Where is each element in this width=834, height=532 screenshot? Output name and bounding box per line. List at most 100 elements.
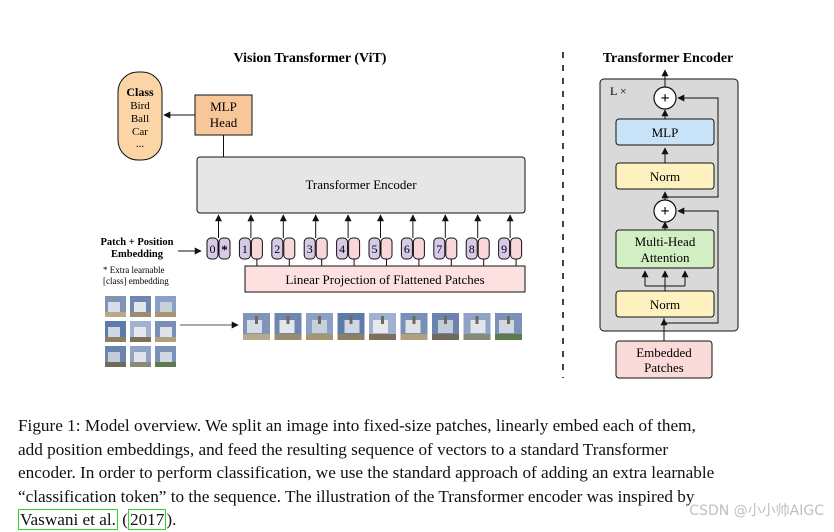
input-image-grid xyxy=(105,296,176,367)
residual-add-upper: + xyxy=(653,86,677,110)
position-embedding xyxy=(303,237,316,260)
linear-projection-box: Linear Projection of Flattened Patches xyxy=(244,265,526,293)
attention-label: Attention xyxy=(640,250,690,265)
patch-embedding xyxy=(477,237,490,260)
mlp-label: MLP xyxy=(652,125,679,140)
patch-embedding xyxy=(250,237,263,260)
position-embedding xyxy=(368,237,381,260)
position-embedding xyxy=(206,237,219,260)
residual-connection-lower xyxy=(664,207,719,324)
image-patch xyxy=(155,346,176,367)
extra-learnable-note: * Extra learnable xyxy=(103,265,164,275)
token-9: 9 xyxy=(498,214,523,266)
citation-punct: ( xyxy=(117,510,128,529)
linear-projection-label: Linear Projection of Flattened Patches xyxy=(285,272,484,287)
position-index: 4 xyxy=(339,242,345,256)
norm-box-lower: Norm xyxy=(615,290,715,318)
image-patch xyxy=(130,346,151,367)
patch-embedding-label: Patch + Position xyxy=(100,237,173,248)
embedded-patches-box: Embedded Patches xyxy=(615,340,713,379)
token-1: 1 xyxy=(238,214,263,266)
embedded-patches-label: Embedded xyxy=(636,345,692,360)
multi-head-attention-box: Multi-Head Attention xyxy=(615,229,715,269)
position-embedding xyxy=(238,237,251,260)
add-symbol: + xyxy=(660,90,669,107)
flattened-patch xyxy=(243,313,270,340)
position-embedding xyxy=(465,237,478,260)
patch-embedding xyxy=(315,237,328,260)
patch-embedding xyxy=(348,237,361,260)
flattened-patch xyxy=(463,313,491,340)
class-item: ... xyxy=(136,138,145,150)
position-index: 8 xyxy=(469,242,475,256)
flattened-patch xyxy=(274,313,302,340)
image-patch xyxy=(130,321,151,342)
citation-year-link[interactable]: 2017 xyxy=(127,509,167,530)
position-index: 5 xyxy=(372,242,378,256)
position-embedding xyxy=(433,237,446,260)
flattened-patch xyxy=(306,313,333,340)
vit-architecture-diagram: Vision Transformer (ViT) Class Bird Ball… xyxy=(100,51,739,379)
encoder-title: Transformer Encoder xyxy=(603,51,734,66)
transformer-encoder-label: Transformer Encoder xyxy=(305,177,417,192)
patch-embedding xyxy=(445,237,458,260)
caption-line: encoder. In order to perform classificat… xyxy=(18,463,715,482)
position-index: 1 xyxy=(242,242,248,256)
position-index: 6 xyxy=(404,242,410,256)
norm-label: Norm xyxy=(650,297,680,312)
mlp-head-label: Head xyxy=(210,115,238,130)
norm-label: Norm xyxy=(650,169,680,184)
patch-embedding-label: Embedding xyxy=(111,249,164,260)
patch-embedding xyxy=(510,237,523,260)
image-patch xyxy=(130,296,151,317)
class-output-box: Class Bird Ball Car ... xyxy=(117,71,163,161)
class-item: Bird xyxy=(130,100,150,112)
position-embedding xyxy=(336,237,349,260)
flattened-patch xyxy=(495,313,522,340)
norm-box-upper: Norm xyxy=(615,162,715,190)
flattened-patch xyxy=(400,313,428,340)
transformer-encoder-block: Transformer Encoder xyxy=(196,156,526,214)
residual-add-lower: + xyxy=(653,199,677,223)
image-patch xyxy=(105,321,126,342)
position-embedding xyxy=(498,237,511,260)
position-embedding xyxy=(271,237,284,260)
vit-title: Vision Transformer (ViT) xyxy=(234,51,387,66)
add-symbol: + xyxy=(660,203,669,220)
class-item: Car xyxy=(132,126,148,138)
mlp-head-label: MLP xyxy=(210,99,237,114)
class-item: Ball xyxy=(131,113,149,125)
token-4: 4 xyxy=(336,214,361,266)
patch-embedding xyxy=(380,237,393,260)
attention-label: Multi-Head xyxy=(635,234,696,249)
flattened-patch xyxy=(337,313,365,340)
residual-connection-upper xyxy=(664,98,719,199)
flattened-patch xyxy=(369,313,396,340)
flattened-patch xyxy=(432,313,459,340)
token-8: 8 xyxy=(465,214,490,266)
position-index: 7 xyxy=(436,242,442,256)
caption-line: Figure 1: Model overview. We split an im… xyxy=(18,416,696,435)
extra-learnable-note: [class] embedding xyxy=(103,276,169,286)
image-patch xyxy=(155,296,176,317)
position-index: 0 xyxy=(210,242,216,256)
image-patch xyxy=(105,346,126,367)
image-patch xyxy=(155,321,176,342)
embedded-patches-label: Patches xyxy=(644,360,684,375)
token-5: 5 xyxy=(368,214,393,266)
token-3: 3 xyxy=(303,214,328,266)
caption-line: “classification token” to the sequence. … xyxy=(18,486,695,506)
class-token-mark: * xyxy=(221,242,228,257)
position-index: 9 xyxy=(501,242,507,256)
citation-link[interactable]: Vaswani et al. xyxy=(18,509,118,530)
repeat-label: L × xyxy=(610,84,627,98)
image-patch xyxy=(105,296,126,317)
position-index: 2 xyxy=(274,242,280,256)
mlp-head-box: MLP Head xyxy=(194,94,253,136)
citation-punct: ). xyxy=(166,510,177,529)
watermark: CSDN @小小帅AIGC xyxy=(689,503,824,519)
caption-line: add position embeddings, and feed the re… xyxy=(18,439,669,459)
token-0: 0* xyxy=(206,214,231,260)
token-2: 2 xyxy=(271,214,296,266)
